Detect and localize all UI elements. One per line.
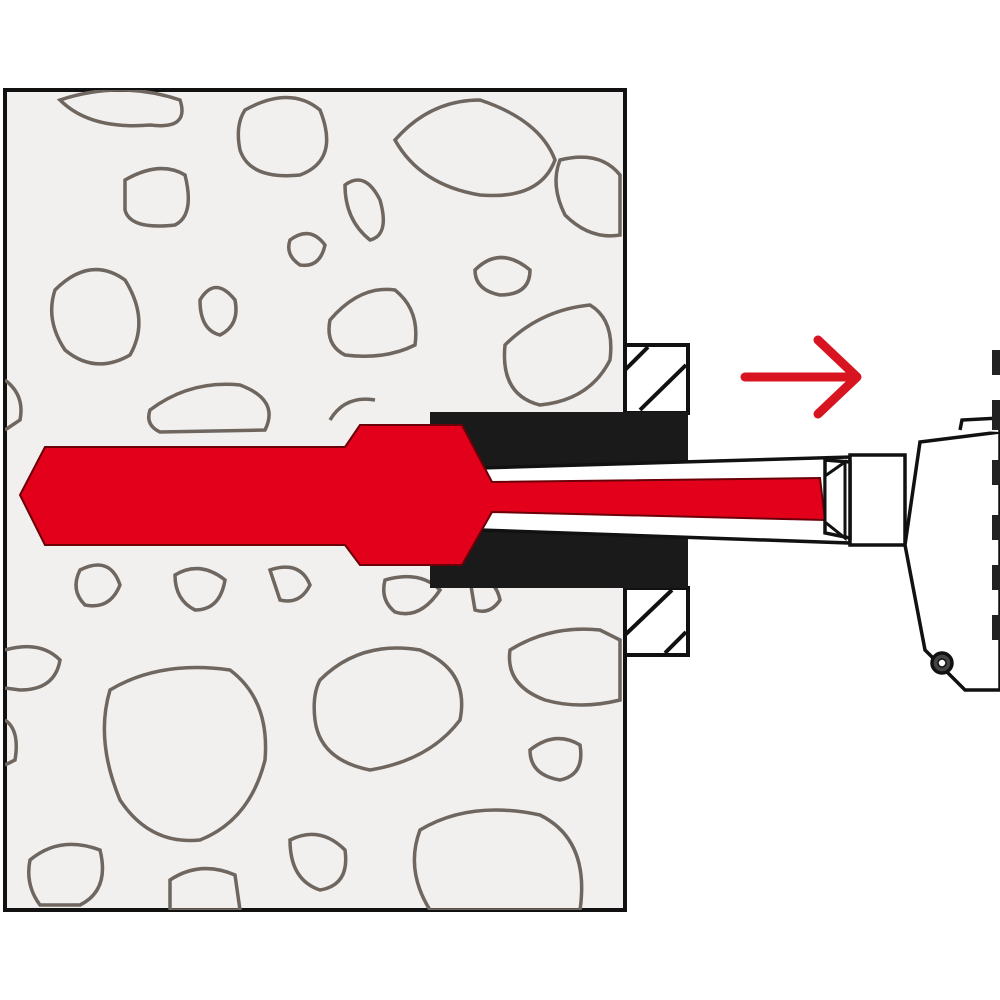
aggregate-stones (5, 90, 622, 910)
gun-dashed-edge (992, 350, 1000, 640)
dispenser-gun (903, 416, 1000, 692)
fixture-plate (623, 343, 690, 657)
anchor-rod (18, 424, 827, 566)
nozzle-tip (823, 459, 847, 542)
arrow-right-icon (740, 335, 862, 419)
